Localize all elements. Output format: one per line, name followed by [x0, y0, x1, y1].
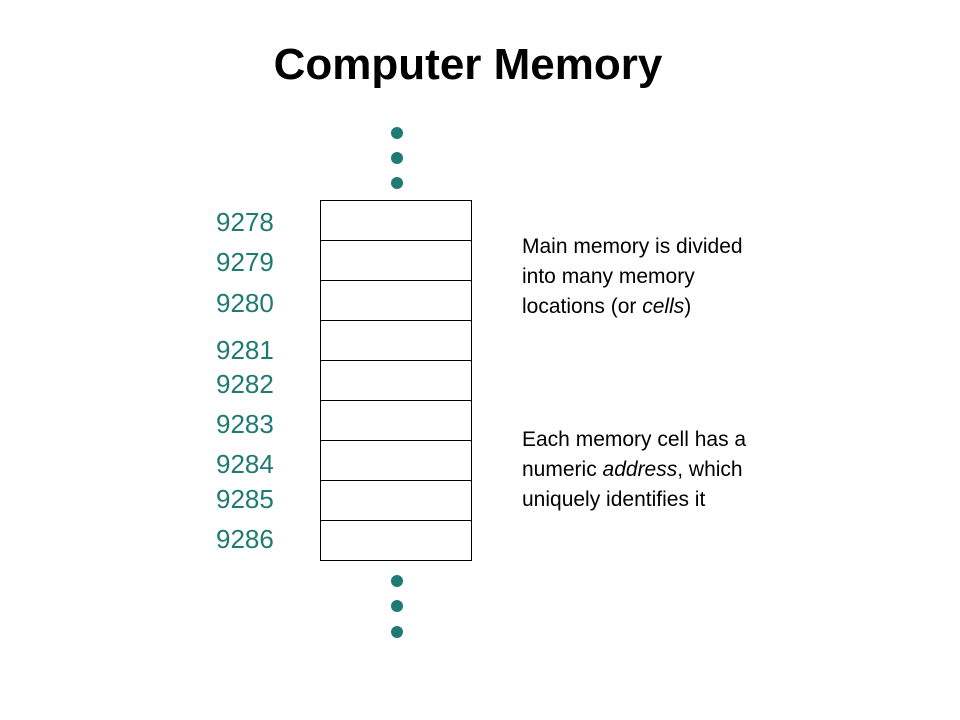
address-label: 9278 — [216, 207, 274, 237]
note-line: into many memory — [522, 265, 695, 288]
ellipsis-dot-top-1 — [391, 127, 403, 139]
ellipsis-dot-bottom-2 — [391, 600, 403, 612]
note-text: ) — [684, 295, 692, 318]
ellipsis-dot-bottom-1 — [391, 575, 403, 587]
memory-cell — [320, 481, 472, 521]
memory-cell — [320, 521, 472, 561]
memory-cell — [320, 321, 472, 361]
note-emphasis: cells — [642, 295, 685, 318]
note-line: Each memory cell has a — [522, 428, 747, 451]
ellipsis-dot-top-3 — [391, 177, 403, 189]
memory-cell — [320, 281, 472, 321]
note-line: Main memory is divided — [522, 235, 743, 258]
note-emphasis: address — [602, 458, 678, 481]
note-line: locations (or cells) — [522, 292, 822, 322]
address-label: 9283 — [216, 409, 274, 439]
page-title: Computer Memory — [273, 40, 663, 89]
memory-cell — [320, 441, 472, 481]
address-label: 9286 — [216, 524, 274, 554]
note-line: numeric address, which — [522, 455, 822, 485]
address-label: 9280 — [216, 288, 274, 318]
note-text: numeric — [522, 458, 603, 481]
ellipsis-dot-bottom-3 — [391, 626, 403, 638]
memory-cell-column — [320, 200, 472, 561]
memory-cell — [320, 200, 472, 241]
note-memory-address: Each memory cell has a numeric address, … — [522, 425, 822, 515]
memory-cell — [320, 361, 472, 401]
address-label: 9284 — [216, 449, 274, 479]
memory-cell — [320, 401, 472, 441]
note-text: , which — [677, 458, 743, 481]
memory-cell — [320, 241, 472, 281]
address-label: 9279 — [216, 247, 274, 277]
address-label: 9285 — [216, 484, 274, 514]
address-label: 9281 — [216, 335, 274, 365]
note-text: locations (or — [522, 295, 643, 318]
address-label: 9282 — [216, 369, 274, 399]
note-memory-cells: Main memory is divided into many memory … — [522, 232, 822, 322]
note-line: uniquely identifies it — [522, 488, 706, 511]
ellipsis-dot-top-2 — [391, 152, 403, 164]
